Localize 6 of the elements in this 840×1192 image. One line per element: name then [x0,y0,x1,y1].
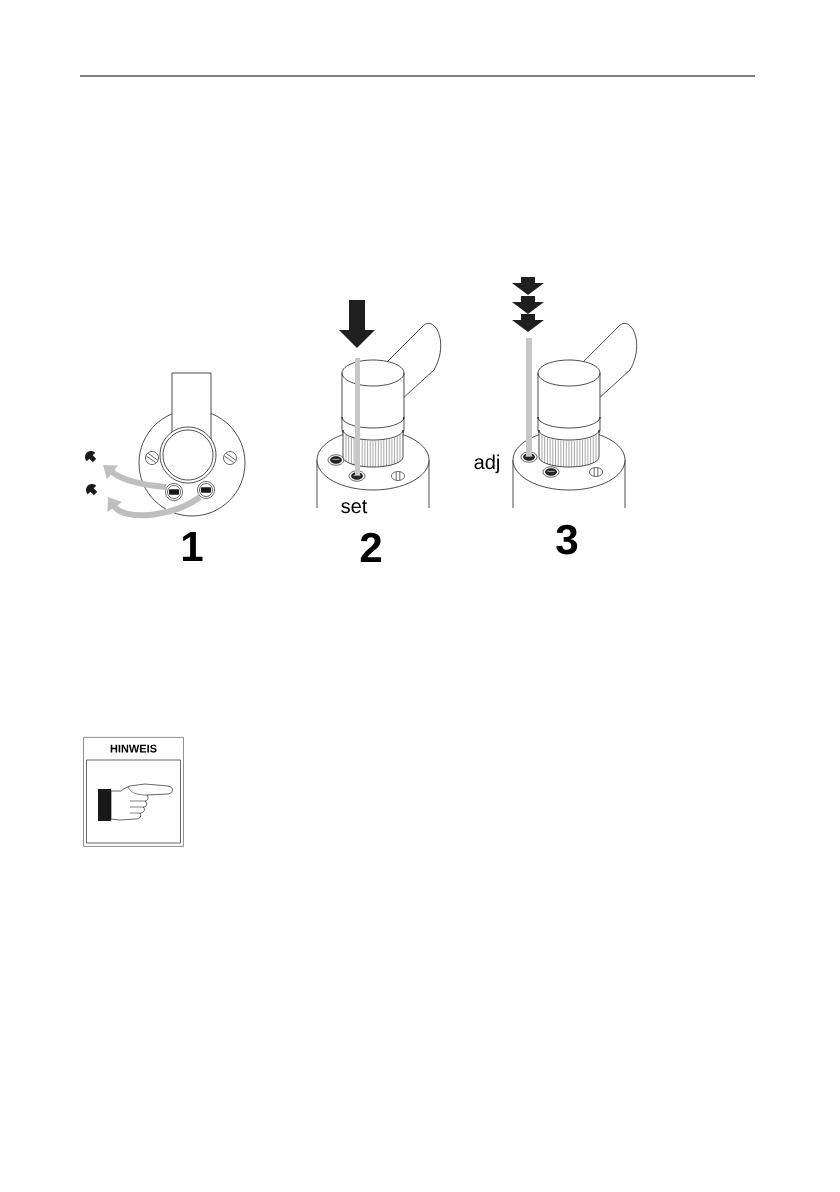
position-label: set [341,500,368,514]
position-label: adj [474,454,499,474]
step-number: 1 [182,532,203,561]
notice-box: HINWEIS [83,737,184,847]
step-number: 3 [556,524,578,555]
step-number: 2 [360,532,381,562]
